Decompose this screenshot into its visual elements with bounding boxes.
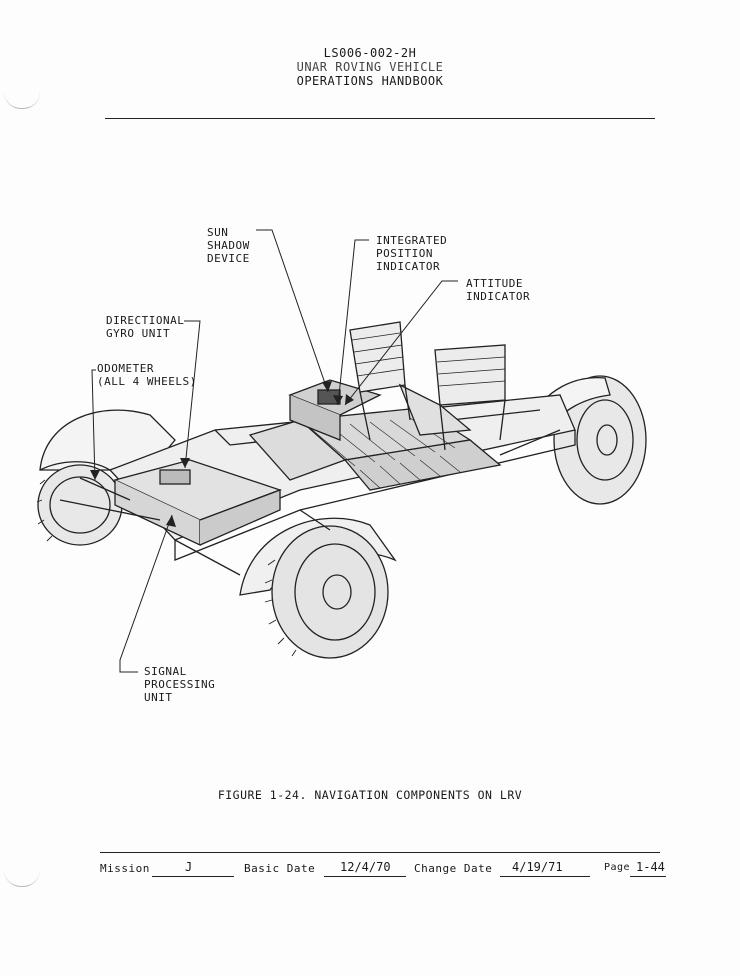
document-title-line-1: UNAR ROVING VEHICLE [296,60,444,74]
basic-date-label: Basic Date [244,862,316,875]
basic-date-value: 12/4/70 [340,860,391,874]
mission-value: J [185,860,193,874]
binder-hole-mark-top [4,92,40,109]
page-label: Page [604,862,631,873]
label-attitude-indicator: ATTITUDE INDICATOR [466,277,531,303]
label-signal-processing-unit: SIGNAL PROCESSING UNIT [144,665,216,704]
binder-hole-mark-bottom [4,870,40,887]
footer-rule [100,852,660,853]
change-date-underline [500,876,590,877]
label-directional-gyro-unit: DIRECTIONAL GYRO UNIT [106,314,185,340]
change-date-value: 4/19/71 [512,860,563,874]
label-sun-shadow-device: SUN SHADOW DEVICE [207,226,250,265]
page-number: 1-44 [636,860,665,874]
label-odometer: ODOMETER (ALL 4 WHEELS) [97,362,197,388]
page-underline [630,876,666,877]
label-integrated-position-indicator: INTEGRATED POSITION INDICATOR [376,234,448,273]
header-rule [105,118,655,119]
figure-caption: FIGURE 1-24. NAVIGATION COMPONENTS ON LR… [217,788,523,802]
mission-label: Mission [100,862,150,875]
change-date-label: Change Date [414,862,493,875]
mission-underline [152,876,234,877]
document-number: LS006-002-2H [323,46,417,60]
basic-date-underline [324,876,406,877]
document-title-line-2: OPERATIONS HANDBOOK [296,74,444,88]
